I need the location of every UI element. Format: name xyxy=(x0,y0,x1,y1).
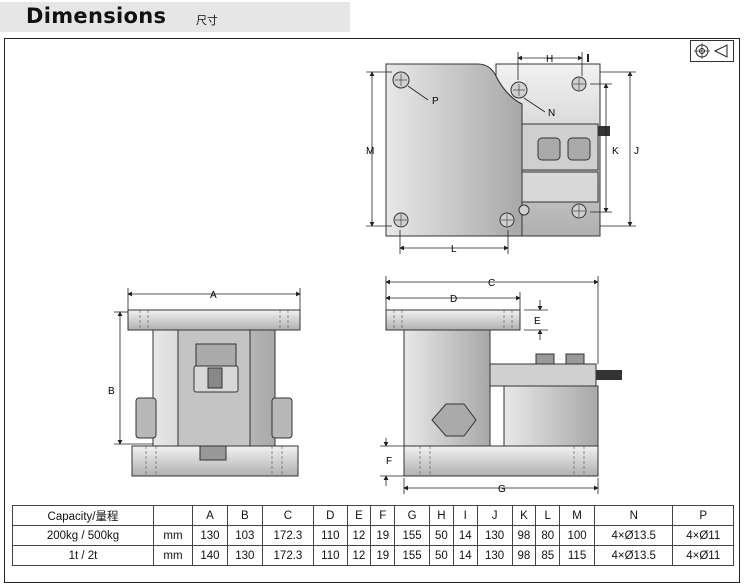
table-cell: 130 xyxy=(476,545,513,566)
table-cell: 130 xyxy=(192,525,228,546)
table-cell: 155 xyxy=(394,525,431,546)
table-cell: 140 xyxy=(192,545,228,566)
table-cell: A xyxy=(192,505,228,526)
page-title: Dimensions xyxy=(26,4,167,28)
dim-label-G: G xyxy=(498,484,506,495)
table-cell: I xyxy=(452,505,478,526)
table-cell: 110 xyxy=(313,545,348,566)
table-cell: L xyxy=(535,505,561,526)
table-cell: 130 xyxy=(226,545,263,566)
table-cell: D xyxy=(313,505,348,526)
table-cell: 1t / 2t xyxy=(12,545,154,566)
dim-label-B: B xyxy=(108,386,115,397)
page-subtitle: 尺寸 xyxy=(196,15,218,27)
top-view: H M L K J P N xyxy=(366,52,639,255)
table-cell: 200kg / 500kg xyxy=(12,525,154,546)
dim-label-A: A xyxy=(210,290,217,301)
table-cell: N xyxy=(593,505,674,526)
dim-label-E: E xyxy=(534,316,541,327)
dim-label-M: M xyxy=(366,146,374,157)
table-cell: 172.3 xyxy=(261,525,315,546)
table-cell: 19 xyxy=(370,545,396,566)
table-cell: E xyxy=(346,505,372,526)
technical-drawing: H M L K J P N A B xyxy=(108,52,639,495)
front-view: A B xyxy=(108,288,301,477)
table-cell xyxy=(153,505,193,526)
table-cell: J xyxy=(476,505,513,526)
table-cell: 103 xyxy=(226,525,263,546)
table-cell: 14 xyxy=(452,525,478,546)
dim-label-J: J xyxy=(634,146,639,157)
projection-symbol xyxy=(690,40,734,62)
dim-label-P: P xyxy=(432,96,439,107)
table-cell: 110 xyxy=(313,525,348,546)
table-cell: mm xyxy=(153,545,193,566)
table-cell: Capacity/量程 xyxy=(12,505,154,526)
table-cell: G xyxy=(394,505,431,526)
table-cell: 4×Ø11 xyxy=(672,525,734,546)
side-view: C D E F G xyxy=(380,276,622,495)
table-cell: 4×Ø13.5 xyxy=(593,545,674,566)
table-cell: B xyxy=(226,505,263,526)
table-cell: 12 xyxy=(346,525,372,546)
table-cell: 80 xyxy=(535,525,561,546)
header-bar xyxy=(0,2,350,32)
dim-label-L: L xyxy=(451,244,457,255)
table-cell: 155 xyxy=(394,545,431,566)
table-cell: 50 xyxy=(429,545,454,566)
table-cell: 100 xyxy=(559,525,595,546)
dim-label-F: F xyxy=(386,456,392,467)
table-cell: 115 xyxy=(559,545,595,566)
table-cell: 4×Ø13.5 xyxy=(593,525,674,546)
table-cell: 19 xyxy=(370,525,396,546)
table-cell: 130 xyxy=(476,525,513,546)
table-cell: K xyxy=(511,505,537,526)
table-cell: 172.3 xyxy=(261,545,315,566)
table-cell: H xyxy=(429,505,454,526)
dim-label-C: C xyxy=(488,278,495,289)
dim-label-N: N xyxy=(548,108,555,119)
table-cell: M xyxy=(559,505,595,526)
third-angle-projection-icon xyxy=(694,43,728,59)
dim-label-H: H xyxy=(546,54,553,65)
table-cell: C xyxy=(261,505,315,526)
dim-label-K: K xyxy=(612,146,619,157)
table-cell: 4×Ø11 xyxy=(672,545,734,566)
table-cell: 98 xyxy=(511,545,537,566)
table-cell: 14 xyxy=(452,545,478,566)
table-cell: 85 xyxy=(535,545,561,566)
table-cell: 12 xyxy=(346,545,372,566)
table-cell: P xyxy=(672,505,734,526)
table-cell: 50 xyxy=(429,525,454,546)
table-cell: F xyxy=(370,505,396,526)
drawing-frame xyxy=(4,38,740,583)
dim-label-D: D xyxy=(450,294,457,305)
table-cell: 98 xyxy=(511,525,537,546)
table-cell: mm xyxy=(153,525,193,546)
